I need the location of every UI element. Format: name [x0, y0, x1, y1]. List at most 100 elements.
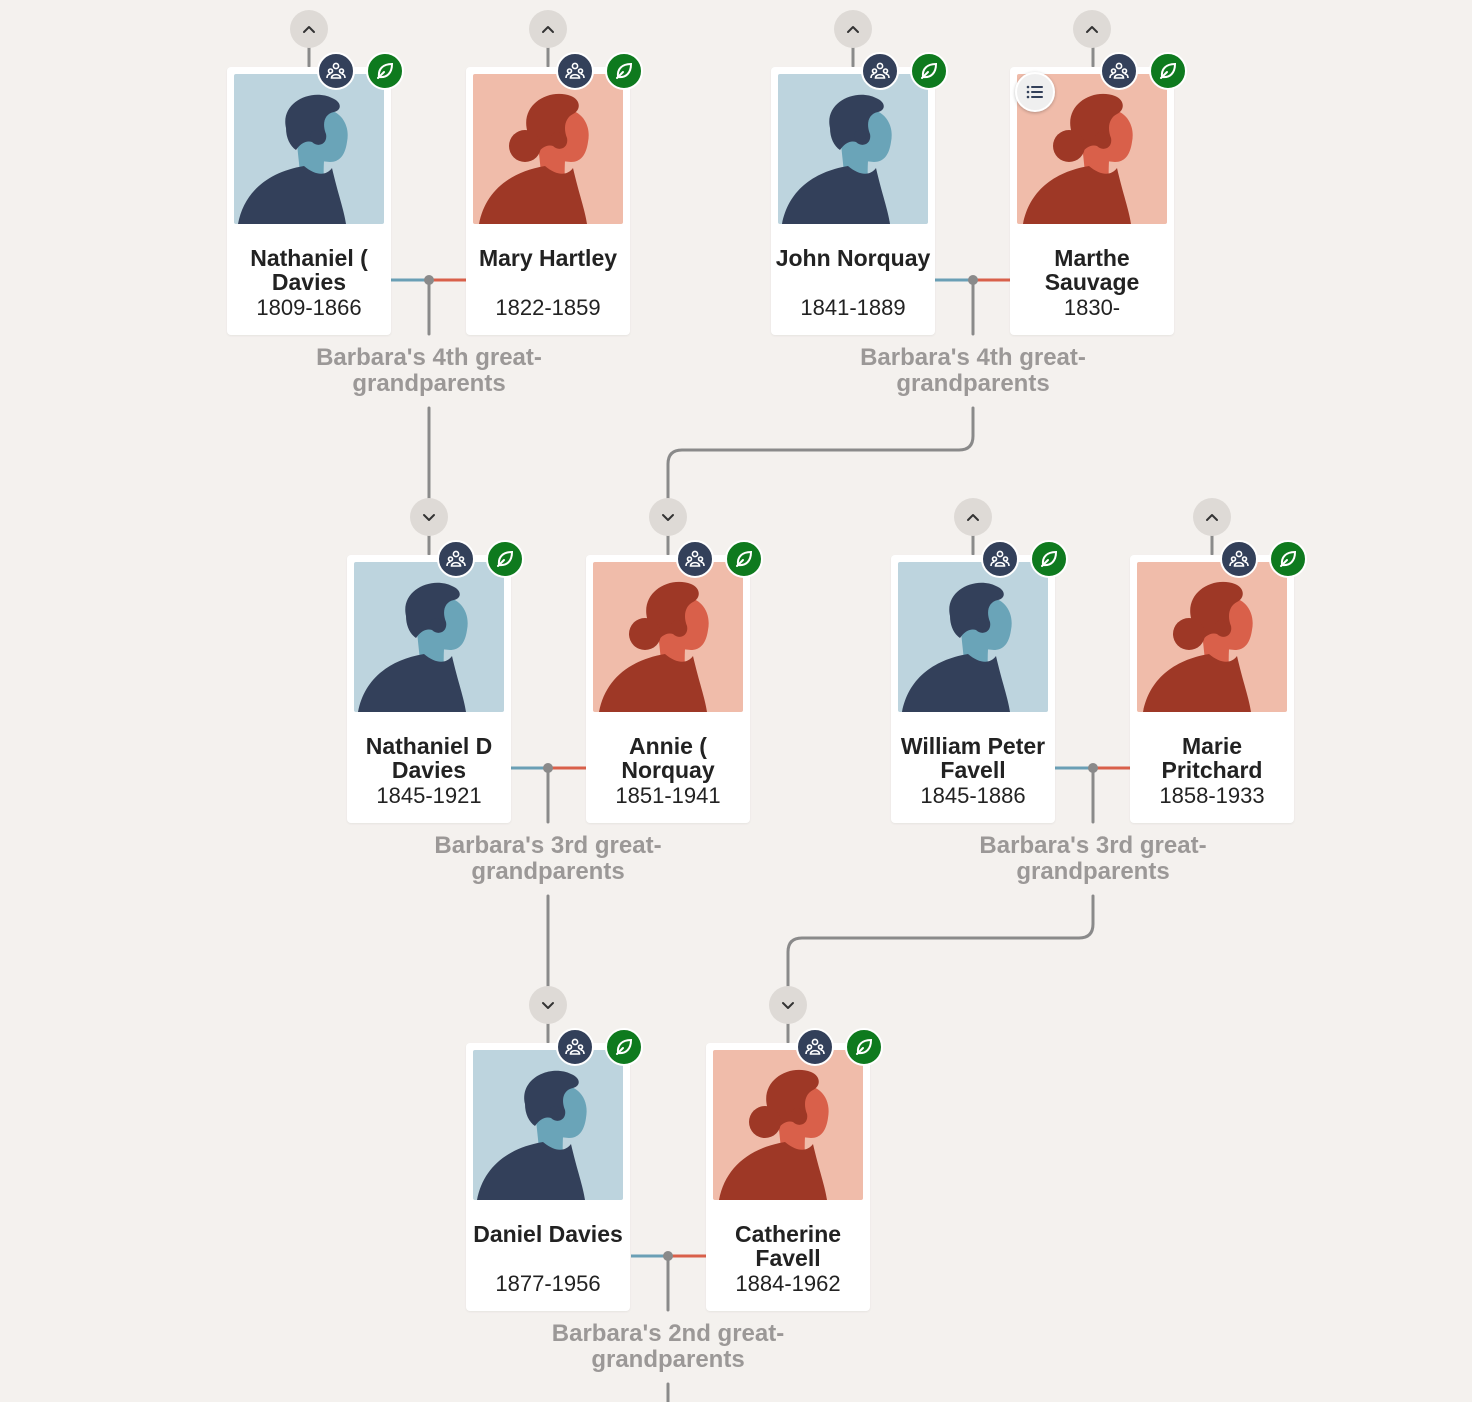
- person-card[interactable]: William Peter Favell 1845-1886: [891, 540, 1068, 823]
- family-group-icon: [565, 62, 585, 79]
- person-card[interactable]: Annie ( Norquay 1851-1941: [586, 540, 763, 823]
- person-name: Annie ( Norquay: [621, 733, 715, 783]
- person-card[interactable]: Catherine Favell 1884-1962: [706, 1028, 883, 1311]
- leaf-hint-icon: [736, 550, 753, 567]
- chevron-down-icon: [423, 514, 435, 521]
- family-group-button[interactable]: [861, 52, 899, 90]
- female-silhouette-icon: [473, 74, 623, 224]
- chevron-down-icon: [782, 1002, 794, 1009]
- female-silhouette-icon: [593, 562, 743, 712]
- family-group-icon: [326, 62, 346, 79]
- chevron-up-icon: [303, 26, 315, 33]
- family-group-icon: [1109, 62, 1129, 79]
- family-group-icon: [446, 550, 466, 567]
- chevron-up-icon: [1086, 26, 1098, 33]
- person-lifespan: 1884-1962: [735, 1271, 841, 1296]
- collapse-parents-button[interactable]: [410, 498, 448, 536]
- collapse-parents-button[interactable]: [769, 986, 807, 1024]
- male-silhouette-icon: [234, 74, 384, 224]
- card-menu-button[interactable]: [1015, 72, 1055, 112]
- female-silhouette-icon: [713, 1050, 863, 1200]
- person-lifespan: 1845-1886: [920, 783, 1026, 808]
- person-lifespan: 1851-1941: [615, 783, 721, 808]
- leaf-hint-icon: [856, 1038, 873, 1055]
- collapse-parents-button[interactable]: [529, 986, 567, 1024]
- hint-button[interactable]: [366, 52, 404, 90]
- portrait-placeholder: [234, 74, 384, 224]
- list-menu-icon: [1026, 85, 1043, 99]
- person-lifespan: 1845-1921: [376, 783, 482, 808]
- hint-button[interactable]: [1269, 540, 1307, 578]
- family-group-icon: [565, 1038, 585, 1055]
- person-name: Marthe Sauvage: [1044, 245, 1140, 295]
- hint-button[interactable]: [725, 540, 763, 578]
- male-silhouette-icon: [473, 1050, 623, 1200]
- portrait-placeholder: [593, 562, 743, 712]
- person-card[interactable]: Nathaniel ( Davies 1809-1866: [227, 52, 404, 335]
- portrait-placeholder: [713, 1050, 863, 1200]
- family-group-button[interactable]: [981, 540, 1019, 578]
- chevron-up-icon: [542, 26, 554, 33]
- leaf-hint-icon: [1160, 62, 1177, 79]
- portrait-placeholder: [1137, 562, 1287, 712]
- family-group-icon: [870, 62, 890, 79]
- hint-button[interactable]: [605, 52, 643, 90]
- expand-parents-button[interactable]: [290, 10, 328, 48]
- expand-parents-button[interactable]: [834, 10, 872, 48]
- expand-parents-button[interactable]: [1193, 498, 1231, 536]
- person-name: William Peter Favell: [900, 733, 1046, 783]
- person-card[interactable]: Daniel Davies 1877-1956: [466, 1028, 643, 1311]
- person-lifespan: 1830-: [1063, 295, 1121, 320]
- family-group-button[interactable]: [676, 540, 714, 578]
- female-silhouette-icon: [1137, 562, 1287, 712]
- leaf-hint-icon: [377, 62, 394, 79]
- leaf-hint-icon: [1280, 550, 1297, 567]
- portrait-placeholder: [898, 562, 1048, 712]
- family-group-button[interactable]: [556, 52, 594, 90]
- person-name: Catherine Favell: [734, 1221, 842, 1271]
- chevron-up-icon: [1206, 514, 1218, 521]
- family-group-button[interactable]: [556, 1028, 594, 1066]
- relationship-label: Barbara's 4th great-grandparents: [316, 344, 542, 397]
- hint-button[interactable]: [845, 1028, 883, 1066]
- hint-button[interactable]: [910, 52, 948, 90]
- hint-button[interactable]: [1149, 52, 1187, 90]
- family-group-icon: [990, 550, 1010, 567]
- person-name: Mary Hartley: [478, 245, 618, 271]
- relationship-label: Barbara's 3rd great-grandparents: [979, 832, 1207, 885]
- leaf-hint-icon: [921, 62, 938, 79]
- hint-button[interactable]: [486, 540, 524, 578]
- chevron-up-icon: [847, 26, 859, 33]
- family-group-button[interactable]: [1100, 52, 1138, 90]
- hint-button[interactable]: [1030, 540, 1068, 578]
- chevron-down-icon: [662, 514, 674, 521]
- expand-parents-button[interactable]: [1073, 10, 1111, 48]
- person-name: John Norquay: [775, 245, 931, 271]
- portrait-placeholder: [354, 562, 504, 712]
- relationship-label: Barbara's 3rd great-grandparents: [434, 832, 662, 885]
- leaf-hint-icon: [616, 62, 633, 79]
- person-card[interactable]: John Norquay 1841-1889: [771, 52, 948, 335]
- family-group-button[interactable]: [437, 540, 475, 578]
- family-group-button[interactable]: [1220, 540, 1258, 578]
- family-group-button[interactable]: [796, 1028, 834, 1066]
- family-group-icon: [1229, 550, 1249, 567]
- leaf-hint-icon: [497, 550, 514, 567]
- person-card[interactable]: Marie Pritchard 1858-1933: [1130, 540, 1307, 823]
- chevron-up-icon: [967, 514, 979, 521]
- person-lifespan: 1877-1956: [495, 1271, 601, 1296]
- person-lifespan: 1841-1889: [800, 295, 906, 320]
- person-name: Nathaniel ( Davies: [250, 245, 368, 295]
- person-card[interactable]: Mary Hartley 1822-1859: [466, 52, 643, 335]
- family-group-button[interactable]: [317, 52, 355, 90]
- collapse-parents-button[interactable]: [649, 498, 687, 536]
- portrait-placeholder: [778, 74, 928, 224]
- relationship-label: Barbara's 4th great-grandparents: [860, 344, 1086, 397]
- expand-parents-button[interactable]: [954, 498, 992, 536]
- person-card[interactable]: Marthe Sauvage 1830-: [1010, 52, 1187, 335]
- person-lifespan: 1822-1859: [495, 295, 601, 320]
- expand-parents-button[interactable]: [529, 10, 567, 48]
- person-card[interactable]: Nathaniel D Davies 1845-1921: [347, 540, 524, 823]
- family-group-icon: [805, 1038, 825, 1055]
- hint-button[interactable]: [605, 1028, 643, 1066]
